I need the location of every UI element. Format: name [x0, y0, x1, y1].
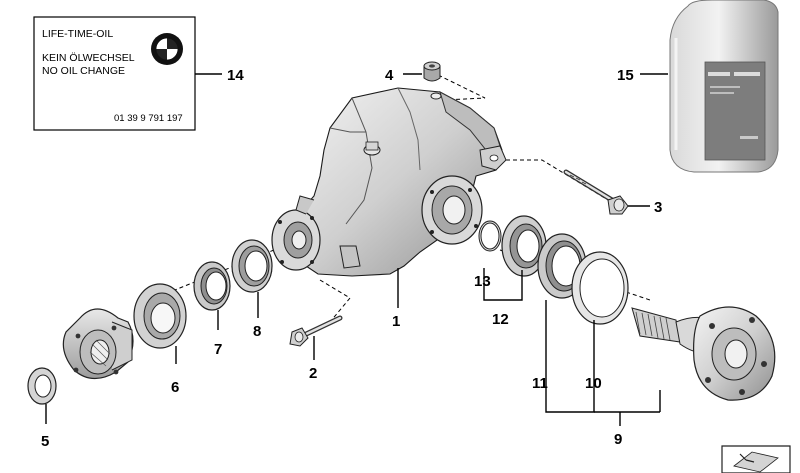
- label-line-3: NO OIL CHANGE: [42, 65, 125, 77]
- oil-bottle: [669, 0, 779, 173]
- bottle-label: [704, 61, 766, 161]
- shaft-seal-7: [193, 261, 231, 311]
- callout-13: 13: [474, 273, 491, 290]
- leader-12-13: [483, 268, 523, 301]
- callout-9: 9: [614, 431, 622, 448]
- callout-6: 6: [171, 379, 179, 396]
- gasket-ring-10: [571, 251, 629, 325]
- callout-14: 14: [227, 67, 244, 84]
- shaft-seal-8: [231, 239, 273, 293]
- label-line-1: LIFE-TIME-OIL: [42, 28, 113, 40]
- shaft-seal-12: [501, 215, 547, 277]
- long-bolt: [563, 169, 629, 215]
- callout-2: 2: [309, 365, 317, 382]
- label-part-number: 01 39 9 791 197: [114, 113, 183, 124]
- callout-1: 1: [392, 313, 400, 330]
- differential-housing: [271, 87, 507, 277]
- short-bolt: [289, 315, 343, 347]
- callout-7: 7: [214, 341, 222, 358]
- flange-seal-6: [133, 283, 187, 349]
- callout-8: 8: [253, 323, 261, 340]
- callout-15: 15: [617, 67, 634, 84]
- output-shaft-9: [631, 306, 776, 401]
- document-arrow-icon: [733, 451, 779, 473]
- leader-9-10-11: [545, 300, 595, 413]
- callout-4: 4: [385, 67, 394, 84]
- oil-label-card: LIFE-TIME-OIL KEIN ÖLWECHSEL NO OIL CHAN…: [33, 16, 196, 131]
- rubber-mount: [423, 61, 441, 82]
- label-line-2: KEIN ÖLWECHSEL: [42, 52, 135, 64]
- o-ring-13: [478, 220, 502, 252]
- callout-10: 10: [585, 375, 602, 392]
- callout-12: 12: [492, 311, 509, 328]
- callout-5: 5: [41, 433, 49, 450]
- callout-11: 11: [532, 375, 548, 392]
- lock-ring-5: [27, 367, 57, 405]
- corner-nav-box[interactable]: [721, 445, 791, 473]
- bmw-logo-icon: [151, 33, 183, 65]
- drive-flange: [62, 308, 134, 380]
- callout-3: 3: [654, 199, 662, 216]
